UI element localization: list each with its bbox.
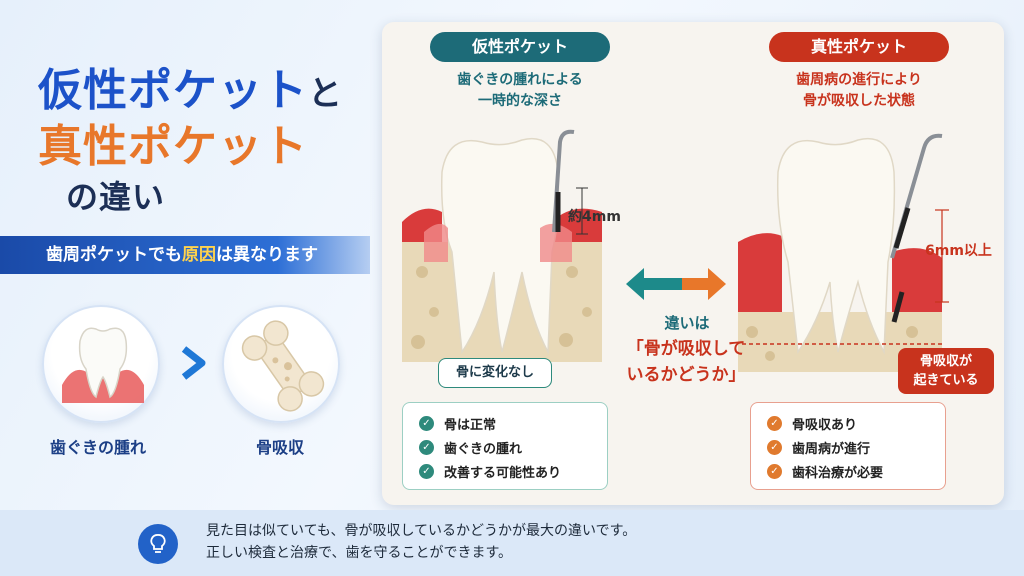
false-pocket-label: 仮性ポケット [430, 32, 610, 62]
list-item: ✓歯周病が進行 [767, 435, 929, 459]
difference-answer-line2: いるかどうか」 [626, 365, 746, 385]
true-desc-line1: 歯周病の進行により [796, 72, 922, 88]
caption-bone-loss: 骨吸収 [256, 438, 305, 457]
swollen-gum-circle [42, 305, 160, 423]
false-desc-line2: 一時的な深さ [478, 93, 562, 109]
false-pocket-checklist: ✓骨は正常 ✓歯ぐきの腫れ ✓改善する可能性あり [402, 402, 608, 490]
footer-bar: 見た目は似ていても、骨が吸収しているかどうかが最大の違いです。 正しい検査と治療… [0, 510, 1024, 576]
double-arrow-icon [626, 268, 726, 300]
subtitle-highlight: 原因 [182, 245, 216, 265]
bone-loss-circle [222, 305, 340, 423]
title-difference: の違い [66, 178, 166, 216]
subtitle-pre: 歯周ポケットでも [46, 245, 182, 265]
bone-loss-callout: 骨吸収が 起きている [898, 348, 994, 394]
false-pocket-depth: 約4mm [568, 209, 621, 225]
subtitle-post: は異なります [216, 245, 318, 265]
caption-swollen-gum: 歯ぐきの腫れ [50, 438, 147, 457]
footer-line1: 見た目は似ていても、骨が吸収しているかどうかが最大の違いです。 [206, 523, 637, 539]
bone-loss-callout-line2: 起きている [913, 373, 979, 388]
check-icon: ✓ [767, 439, 782, 455]
false-pocket-description: 歯ぐきの腫れによる 一時的な深さ [420, 70, 620, 112]
title-suffix: と [308, 74, 343, 114]
difference-answer-line1: 「骨が吸収して [626, 339, 746, 359]
list-item: ✓骨は正常 [419, 411, 591, 435]
no-bone-change-callout: 骨に変化なし [438, 358, 552, 388]
true-pocket-illustration [738, 133, 949, 372]
check-icon: ✓ [419, 439, 434, 455]
list-item: ✓歯科治療が必要 [767, 459, 929, 483]
true-desc-line2: 骨が吸収した状態 [803, 93, 915, 109]
false-pocket-illustration [402, 129, 602, 362]
list-item: ✓歯ぐきの腫れ [419, 435, 591, 459]
comparison-panel: 仮性ポケット 真性ポケット 歯ぐきの腫れによる 一時的な深さ 歯周病の進行により… [382, 22, 1004, 505]
list-item: ✓改善する可能性あり [419, 459, 591, 483]
difference-answer: 「骨が吸収して いるかどうか」 [606, 336, 766, 388]
check-icon: ✓ [419, 415, 434, 431]
tooth-illustrations [402, 129, 949, 372]
left-panel: 仮性ポケットと 真性ポケット の違い 歯周ポケットでも原因は異なります [0, 0, 380, 505]
check-icon: ✓ [767, 415, 782, 431]
title-line-1: 仮性ポケットと [38, 54, 343, 118]
title-true-pocket: 真性ポケット [38, 121, 308, 172]
difference-question: 違いは [664, 314, 710, 332]
subtitle-bar: 歯周ポケットでも原因は異なります [0, 236, 370, 274]
true-pocket-description: 歯周病の進行により 骨が吸収した状態 [759, 70, 959, 112]
title-false-pocket: 仮性ポケット [38, 65, 308, 116]
bone-loss-callout-line1: 骨吸収が [919, 354, 972, 369]
chevron-right-icon [181, 346, 206, 380]
list-item: ✓骨吸収あり [767, 411, 929, 435]
footer-text: 見た目は似ていても、骨が吸収しているかどうかが最大の違いです。 正しい検査と治療… [206, 520, 636, 564]
true-pocket-depth: 6mm以上 [925, 243, 992, 259]
swollen-gum-tooth-icon [62, 327, 144, 403]
check-icon: ✓ [419, 463, 434, 479]
true-pocket-label: 真性ポケット [769, 32, 949, 62]
check-icon: ✓ [767, 463, 782, 479]
false-desc-line1: 歯ぐきの腫れによる [457, 72, 583, 88]
footer-line2: 正しい検査と治療で、歯を守ることができます。 [206, 545, 513, 561]
lightbulb-icon [138, 524, 178, 564]
true-pocket-checklist: ✓骨吸収あり ✓歯周病が進行 ✓歯科治療が必要 [750, 402, 946, 490]
bone-icon [241, 320, 325, 412]
